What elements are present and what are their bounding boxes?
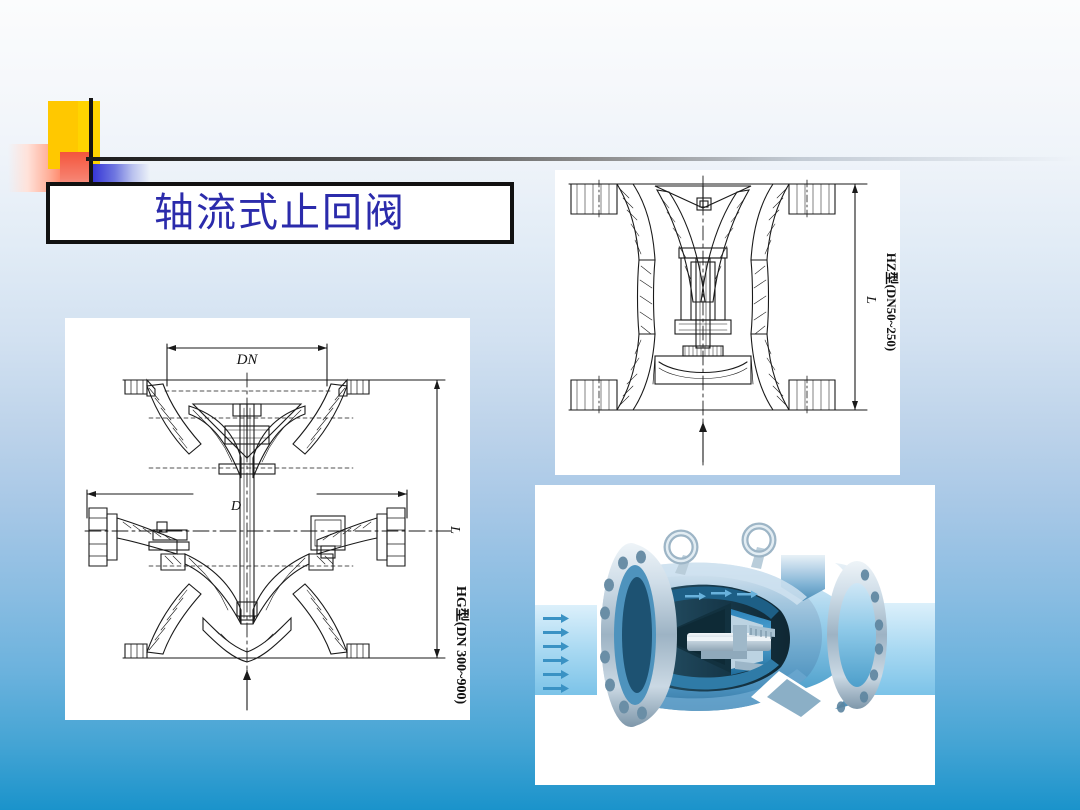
cavity-lower-liner	[647, 659, 779, 690]
inlet-bore-inner	[622, 577, 652, 693]
header-divider	[86, 157, 1076, 161]
cutaway-notch-shade	[767, 679, 821, 717]
figure-caption-hg: HG型(DN 300~900)	[453, 586, 470, 704]
technical-drawing-hg-type: DN D L HG型(DN 300~900)	[65, 318, 470, 720]
title-box: 轴流式止回阀	[46, 182, 514, 244]
outlet-bolt-holes	[836, 569, 884, 713]
dim-label-l: L	[447, 525, 462, 534]
inlet-flow-band	[535, 605, 597, 695]
disc-assembly	[687, 609, 775, 675]
dim-label-dn: DN	[236, 352, 259, 368]
technical-drawing-hz-type: L HZ型(DN50~250)	[555, 170, 900, 475]
outlet-bore	[838, 583, 876, 687]
page-title: 轴流式止回阀	[154, 190, 406, 235]
thread-detail	[750, 628, 772, 639]
lifting-eye-right	[741, 522, 777, 569]
decorative-logo-cluster	[0, 40, 230, 220]
inlet-bolt-holes	[600, 550, 647, 720]
dim-label-d: D	[230, 499, 241, 514]
lifting-eye-left	[663, 529, 699, 575]
body-cut-edge-top	[631, 562, 807, 605]
cavity-flow-arrows	[685, 589, 758, 601]
figure-caption-hz: HZ型(DN50~250)	[884, 253, 899, 351]
valve-cutaway-render	[535, 485, 935, 785]
dim-label-l-hz: L	[863, 295, 878, 304]
